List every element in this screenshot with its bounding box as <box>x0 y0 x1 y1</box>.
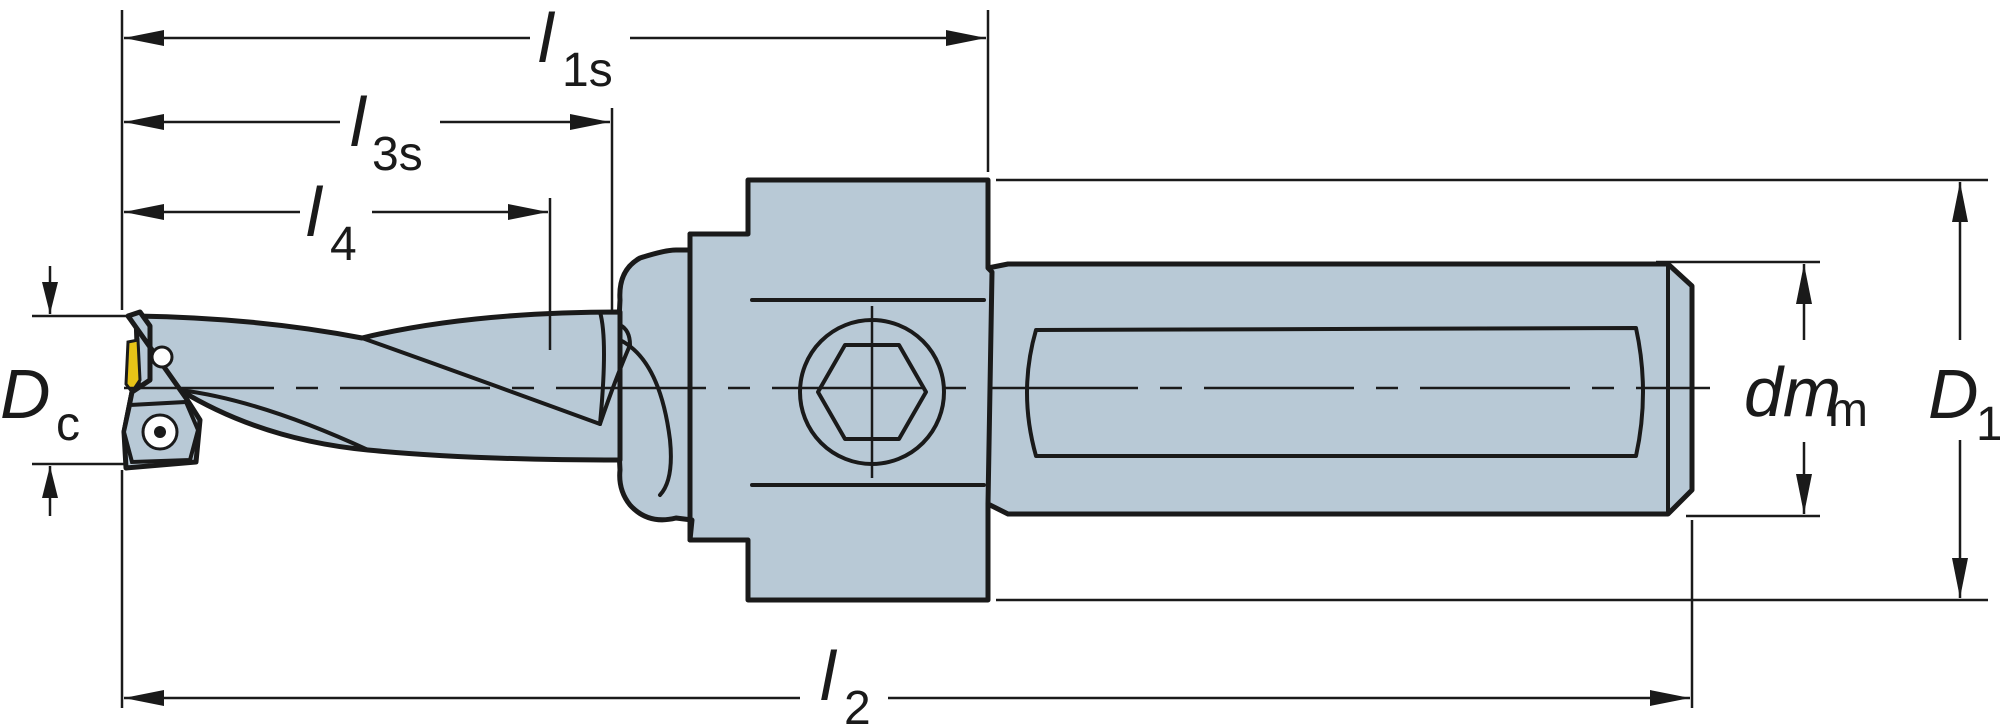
dimension-l1s <box>124 30 986 46</box>
arrow-down <box>1952 558 1968 598</box>
label-d1-sub: 1 <box>1976 398 2000 451</box>
label-dc-main: D <box>0 355 51 433</box>
torx-screw-center <box>154 426 166 438</box>
dimension-l3s <box>124 114 610 130</box>
label-l2: l 2 <box>820 637 871 728</box>
label-l1s: l 1s <box>538 0 613 97</box>
label-l4-main: l <box>306 173 324 251</box>
flange-block <box>687 177 995 603</box>
dimension-dc <box>42 266 58 516</box>
arrow-down <box>42 282 58 314</box>
label-dmm-sub: m <box>1828 384 1868 437</box>
dimension-dmm <box>1796 264 1812 514</box>
insert-screw-small-icon <box>150 345 174 369</box>
label-d1: D 1 <box>1928 355 2000 451</box>
arrow-right <box>946 30 986 46</box>
dimension-l2 <box>124 690 1690 706</box>
label-d1-main: D <box>1928 355 1979 433</box>
label-l1s-sub: 1s <box>562 44 613 97</box>
arrow-up <box>1952 182 1968 222</box>
extension-lines <box>32 10 1988 708</box>
shank-flat <box>1025 326 1645 458</box>
label-dc-sub: c <box>56 398 80 451</box>
label-dmm: dm m <box>1744 353 1868 437</box>
label-l2-main: l <box>820 637 838 715</box>
label-dmm-main: dm <box>1744 353 1841 431</box>
cutting-inserts <box>121 338 201 465</box>
label-l4: l 4 <box>306 173 357 271</box>
flute-details <box>178 310 673 497</box>
arrow-left <box>124 30 164 46</box>
peripheral-insert <box>124 338 142 395</box>
drill-flute-body <box>121 309 623 463</box>
label-l3s-main: l <box>350 83 368 161</box>
arrow-right <box>1650 690 1690 706</box>
label-l1s-main: l <box>538 0 556 77</box>
arrow-right <box>508 204 548 220</box>
flute-end-curve <box>598 310 606 426</box>
arrow-left <box>124 114 164 130</box>
label-l2-sub: 2 <box>844 682 871 728</box>
arrow-left <box>124 690 164 706</box>
label-dc: D c <box>0 355 80 451</box>
flute-helix-upper <box>360 323 632 426</box>
label-l4-sub: 4 <box>330 218 357 271</box>
dimension-d1 <box>1952 182 1968 598</box>
flute-helix-lower <box>178 388 370 452</box>
label-l3s-sub: 3s <box>372 128 423 181</box>
hex-socket-icon <box>816 343 928 441</box>
arrow-left <box>124 204 164 220</box>
dimension-l4 <box>124 204 548 220</box>
tool-body <box>121 177 1695 603</box>
arrow-up <box>42 466 58 498</box>
label-l3s: l 3s <box>350 83 423 181</box>
arrow-down <box>1796 474 1812 514</box>
arrow-up <box>1796 264 1812 304</box>
neck-curve <box>618 338 673 497</box>
arrow-right <box>570 114 610 130</box>
